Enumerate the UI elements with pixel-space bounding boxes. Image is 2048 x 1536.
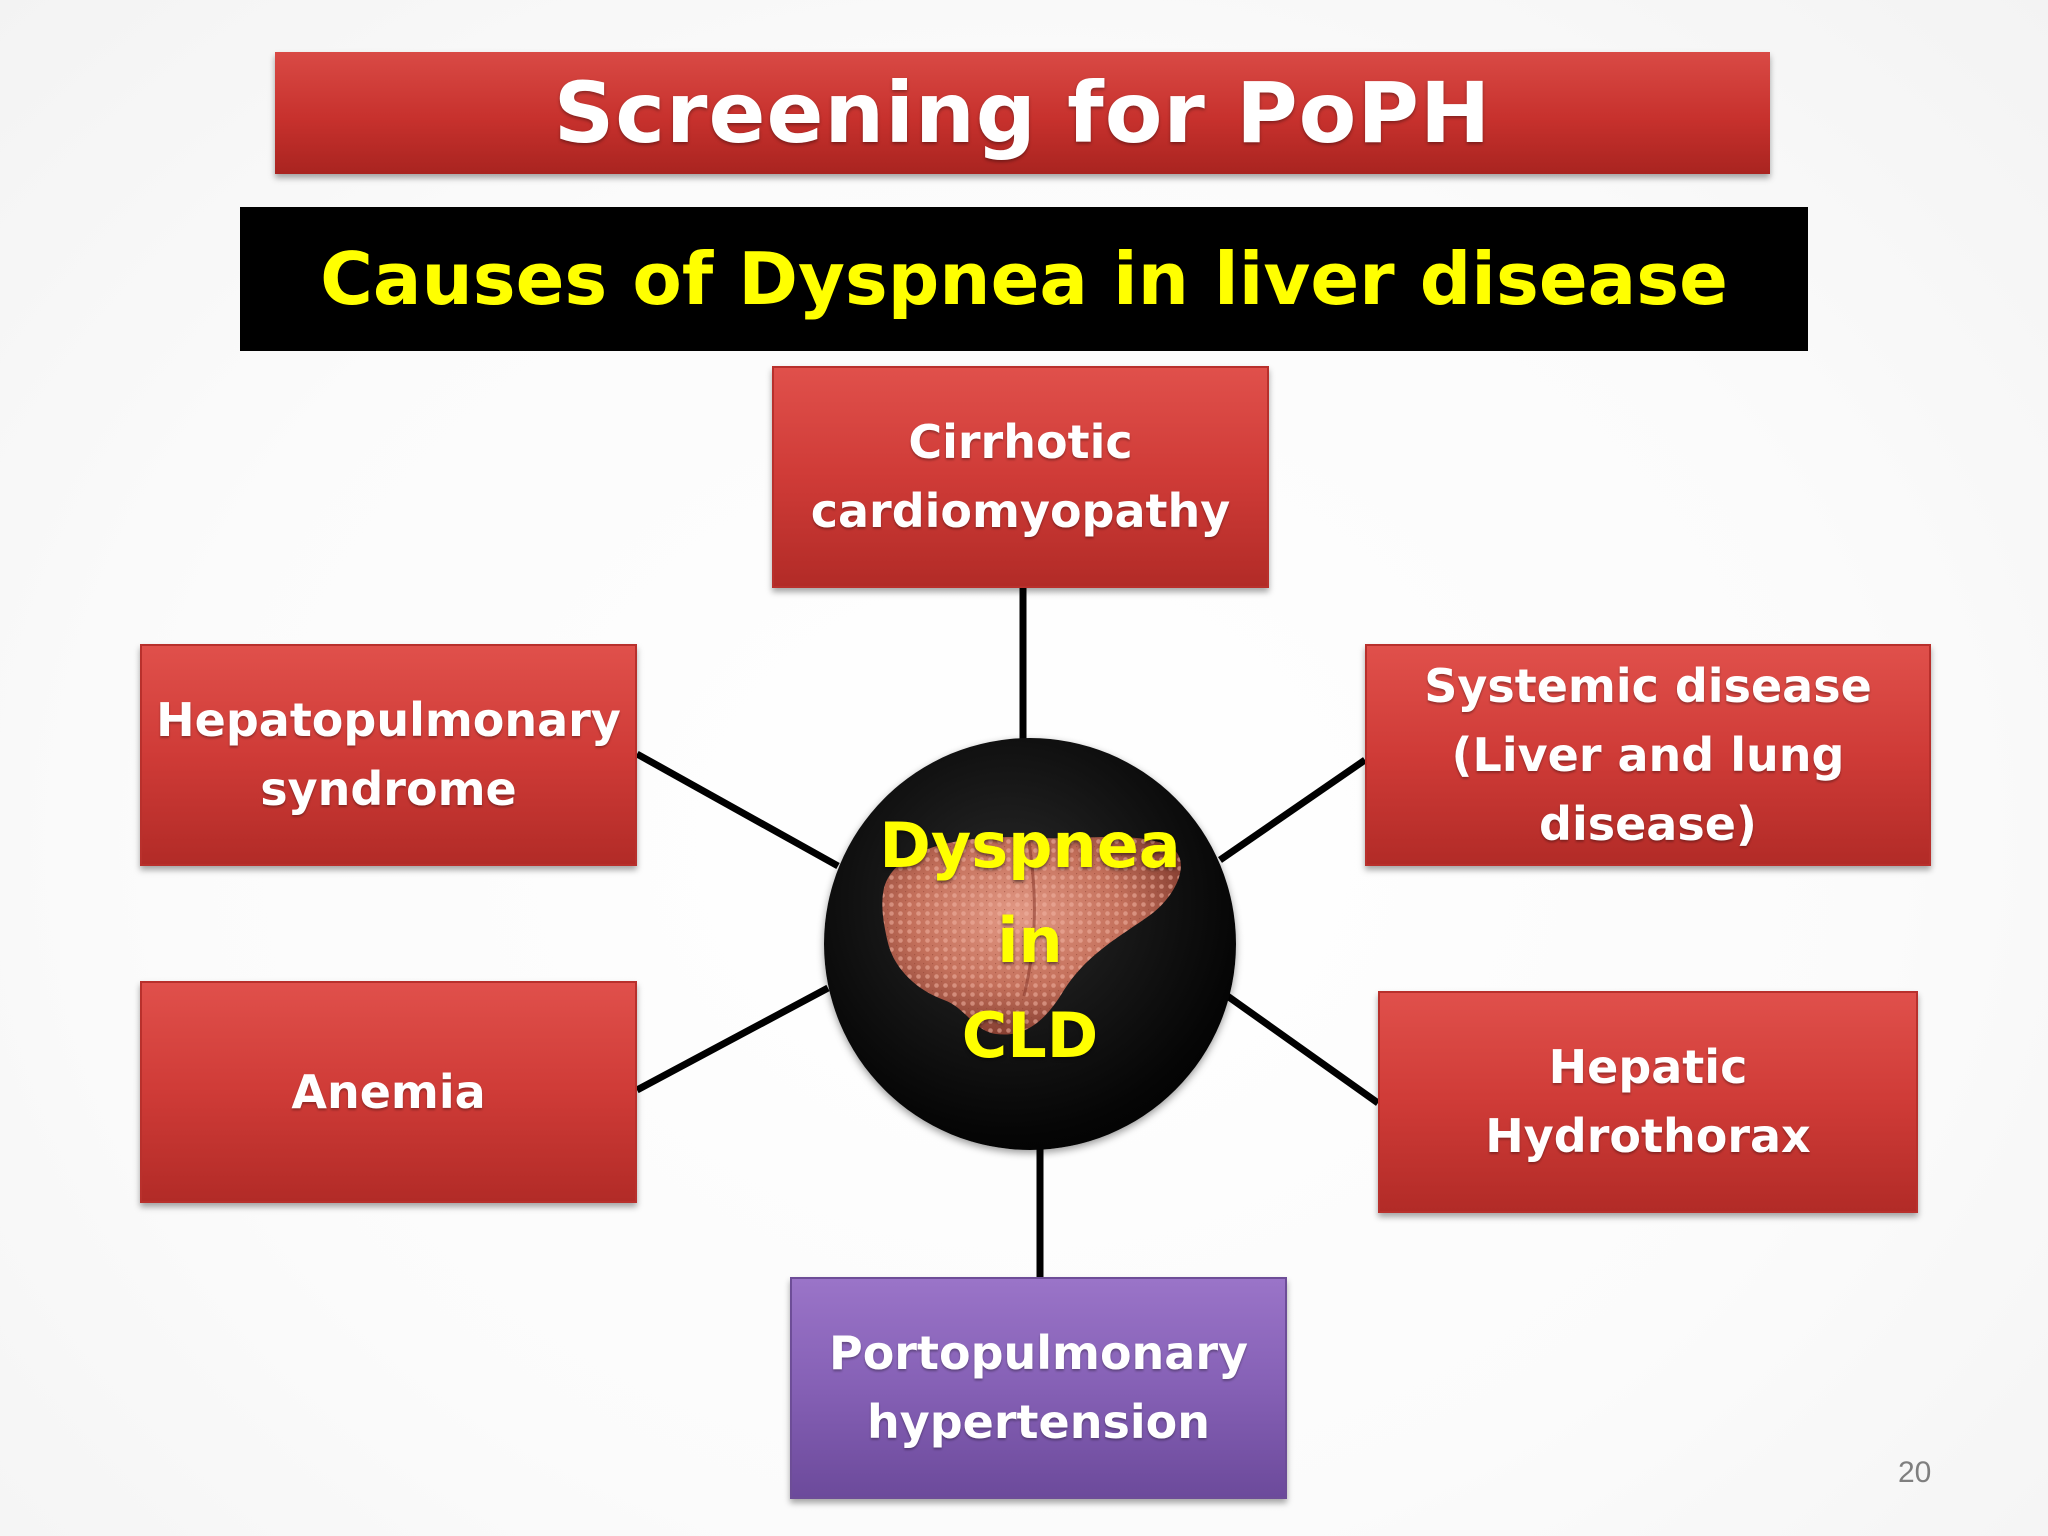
- node-systemic-disease-line-2: (Liver and lung: [1451, 727, 1845, 782]
- node-portopulmonary-hypertension: Portopulmonary hypertension: [790, 1277, 1287, 1499]
- node-portopulmonary-hypertension-line-2: hypertension: [867, 1395, 1210, 1449]
- subtitle-bar: Causes of Dyspnea in liver disease: [240, 207, 1808, 351]
- slide-title: Screening for PoPH: [553, 64, 1492, 162]
- node-cirrhotic-cardiomyopathy: Cirrhotic cardiomyopathy: [772, 366, 1269, 588]
- node-systemic-disease-line-1: Systemic disease: [1424, 658, 1872, 713]
- slide-subtitle: Causes of Dyspnea in liver disease: [320, 237, 1728, 321]
- connector-systemic-disease: [1218, 757, 1367, 863]
- node-hepatic-hydrothorax: Hepatic Hydrothorax: [1378, 991, 1918, 1213]
- hub-label-line-2: in: [997, 904, 1063, 977]
- title-bar: Screening for PoPH: [275, 52, 1770, 174]
- liver-image: [882, 837, 1181, 1035]
- node-hepatopulmonary-syndrome: Hepatopulmonary syndrome: [140, 644, 637, 866]
- node-cirrhotic-cardiomyopathy-line-1: Cirrhotic: [908, 415, 1133, 469]
- node-systemic-disease-line-3: disease): [1539, 796, 1757, 851]
- node-hepatic-hydrothorax-line-1: Hepatic Hydrothorax: [1485, 1040, 1811, 1163]
- node-anemia-line-1: Anemia: [291, 1064, 486, 1119]
- page-number: 20: [1898, 1456, 1932, 1489]
- hub-label-line-1: Dyspnea: [879, 809, 1181, 882]
- node-systemic-disease: Systemic disease (Liver and lung disease…: [1365, 644, 1931, 866]
- central-hub: Dyspnea in CLD: [824, 738, 1236, 1150]
- connector-hepatic-hydrothorax: [1223, 992, 1381, 1106]
- node-anemia: Anemia: [140, 981, 637, 1203]
- node-hepatopulmonary-syndrome-line-2: syndrome: [260, 762, 517, 816]
- node-portopulmonary-hypertension-line-1: Portopulmonary: [828, 1326, 1249, 1380]
- node-hepatopulmonary-syndrome-line-1: Hepatopulmonary: [156, 693, 621, 747]
- hub-label: Dyspnea in CLD: [824, 798, 1236, 1083]
- connector-anemia: [635, 984, 830, 1094]
- connector-hepatopulmonary-syndrome: [635, 750, 840, 870]
- node-cirrhotic-cardiomyopathy-line-2: cardiomyopathy: [810, 484, 1231, 538]
- hub-label-line-3: CLD: [961, 999, 1099, 1072]
